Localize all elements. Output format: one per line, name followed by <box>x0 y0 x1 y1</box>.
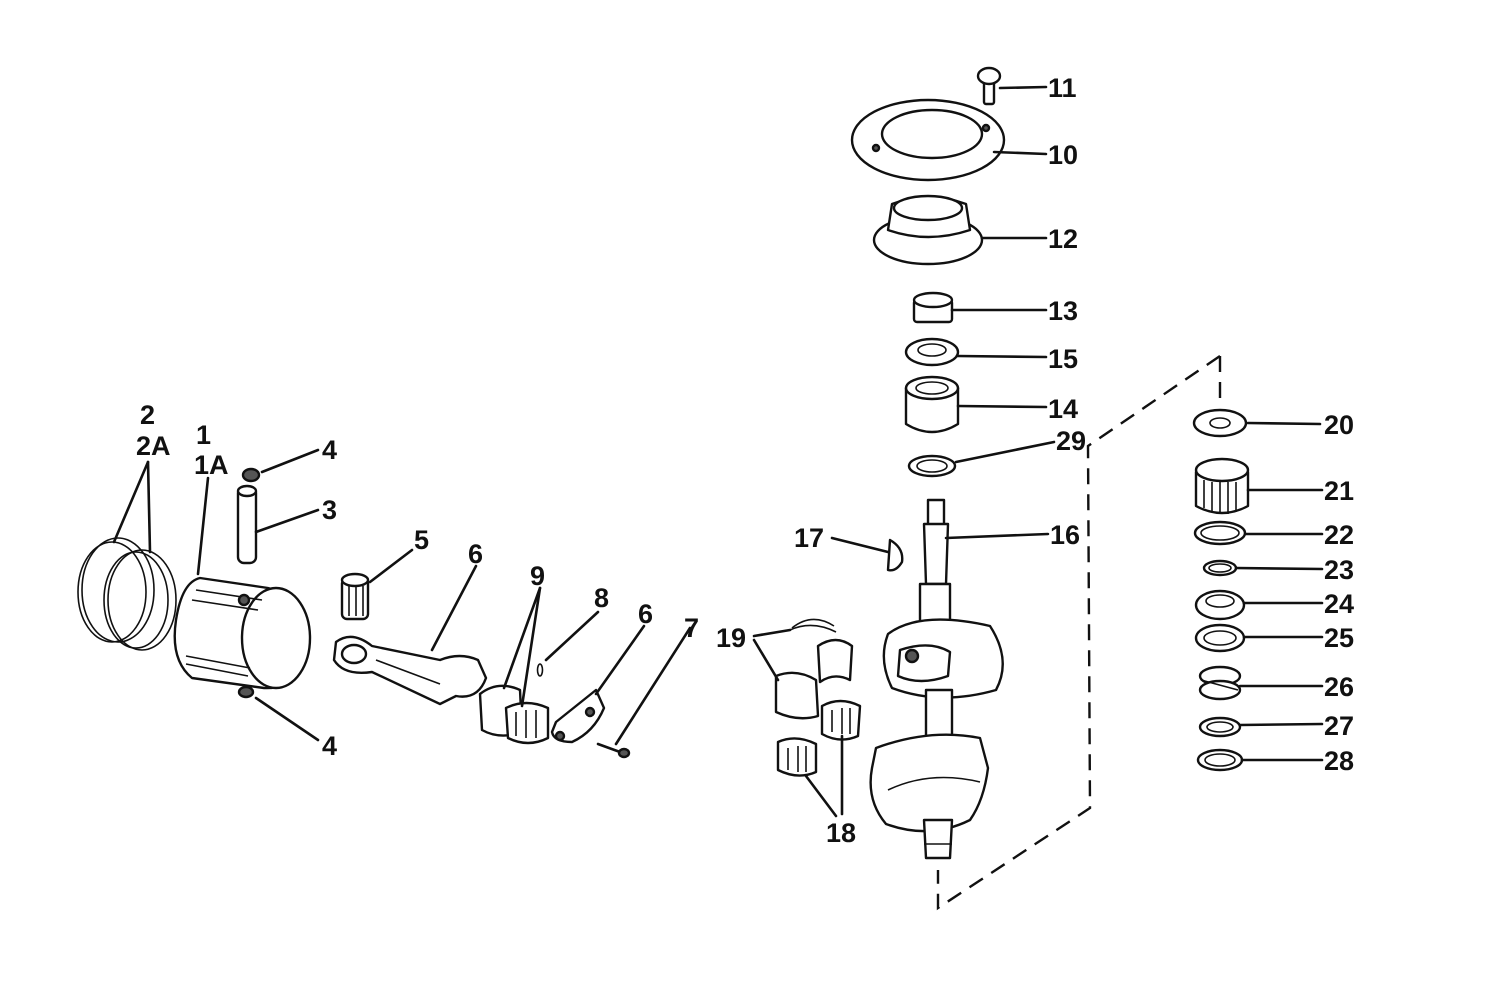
callout-17: 17 <box>794 523 824 553</box>
needle-bearing-small-end <box>340 572 370 621</box>
callout-11: 11 <box>1048 73 1077 103</box>
pin-retainer-lower <box>237 685 255 699</box>
callout-4-upper: 4 <box>322 435 337 465</box>
leader-lines <box>112 85 1324 818</box>
retaining-ring-large <box>1193 520 1247 546</box>
retainer-plate <box>850 98 1006 182</box>
rod-cap <box>550 688 606 744</box>
oil-seal <box>904 337 960 367</box>
bearing-cage-half-a <box>820 699 862 741</box>
callout-29: 29 <box>1056 426 1086 456</box>
thrust-washer <box>1192 408 1248 438</box>
rod-cap-screw <box>596 742 631 759</box>
seal-ring <box>1194 623 1246 653</box>
lower-needle-bearing <box>1194 457 1250 515</box>
callout-12: 12 <box>1048 224 1078 254</box>
washer-a <box>1198 716 1242 738</box>
callout-27: 27 <box>1324 711 1354 741</box>
callout-labels: 11 10 12 13 15 14 29 16 17 19 18 20 21 2… <box>136 73 1354 848</box>
connecting-rod <box>332 635 488 706</box>
alignment-dowel <box>536 663 544 677</box>
callout-24: 24 <box>1324 589 1354 619</box>
callout-13: 13 <box>1048 296 1078 326</box>
bearing-race-half-a <box>774 671 820 720</box>
pin-retainer-upper <box>241 467 261 483</box>
rod-bearing-cage <box>478 684 550 745</box>
callout-6-cap: 6 <box>638 599 653 629</box>
callout-5: 5 <box>414 525 429 555</box>
woodruff-key <box>886 538 904 572</box>
callout-1a: 1A <box>194 450 229 480</box>
wrist-pin <box>236 484 258 565</box>
bushing <box>912 291 954 324</box>
callout-9: 9 <box>530 561 545 591</box>
retainer-plate-screw <box>976 66 1002 106</box>
upper-bearing-housing <box>872 194 984 266</box>
callout-2a: 2A <box>136 431 171 461</box>
assembly-path-line <box>936 355 1221 911</box>
callout-25: 25 <box>1324 623 1354 653</box>
callout-22: 22 <box>1324 520 1354 550</box>
callout-2: 2 <box>140 400 155 430</box>
bearing-seal <box>1194 589 1246 621</box>
callout-18: 18 <box>826 818 856 848</box>
callout-26: 26 <box>1324 672 1354 702</box>
bearing-race-half-b <box>816 638 854 684</box>
bearing-cage-half-b <box>776 737 818 777</box>
callout-23: 23 <box>1324 555 1354 585</box>
crankshaft <box>869 498 1004 860</box>
spring-washer <box>1198 665 1242 701</box>
callout-8: 8 <box>594 583 609 613</box>
piston-rings <box>77 537 177 651</box>
callout-7: 7 <box>684 613 699 643</box>
retaining-ring-small <box>1202 559 1238 577</box>
callout-10: 10 <box>1048 140 1078 170</box>
piston <box>173 576 312 690</box>
callout-28: 28 <box>1324 746 1354 776</box>
bearing-retaining-ring <box>789 618 837 633</box>
callout-16: 16 <box>1050 520 1080 550</box>
callout-14: 14 <box>1048 394 1078 424</box>
callout-20: 20 <box>1324 410 1354 440</box>
callout-6-rod: 6 <box>468 539 483 569</box>
callout-4-lower: 4 <box>322 731 337 761</box>
upper-main-bearing <box>904 375 960 434</box>
callout-1: 1 <box>196 420 211 450</box>
shim-ring <box>907 454 957 478</box>
callout-15: 15 <box>1048 344 1078 374</box>
callout-21: 21 <box>1324 476 1354 506</box>
callout-3: 3 <box>322 495 337 525</box>
callout-19: 19 <box>716 623 746 653</box>
washer-b <box>1196 748 1244 772</box>
